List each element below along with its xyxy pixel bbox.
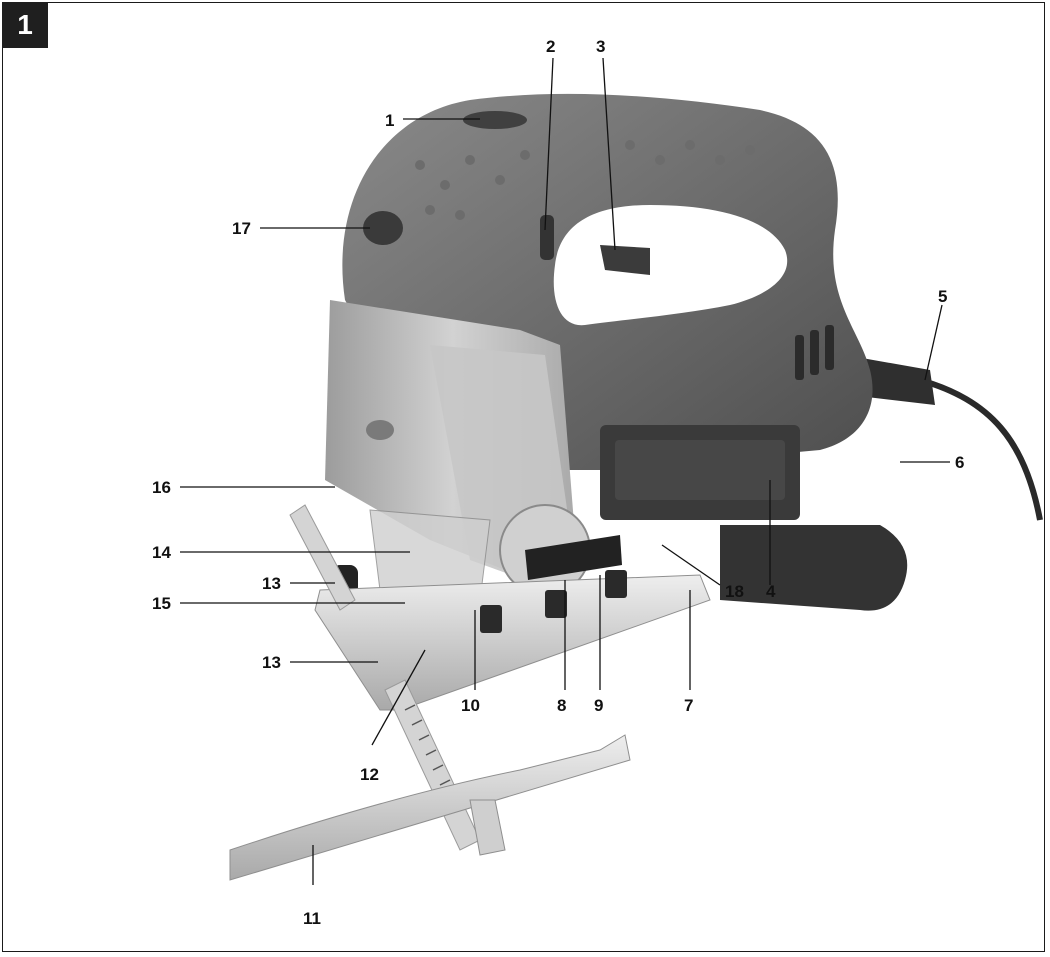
side-button [363, 211, 403, 245]
guide-rail-upper [289, 504, 356, 611]
callout-9: 9 [594, 696, 604, 715]
callout-7: 7 [684, 696, 694, 715]
callout-3: 3 [596, 37, 606, 56]
callout-18: 18 [725, 582, 744, 601]
callout-13-upper: 13 [262, 574, 281, 593]
callout-1: 1 [385, 111, 395, 130]
base-plate-slots [480, 570, 627, 633]
handle-opening [553, 205, 788, 326]
callout-15: 15 [152, 594, 171, 613]
lock-button [540, 215, 554, 260]
guide-bracket [469, 799, 506, 856]
callout-5: 5 [938, 287, 948, 306]
grip-dots [415, 140, 755, 220]
callout-6: 6 [955, 453, 965, 472]
callout-17: 17 [232, 219, 251, 238]
callout-10: 10 [461, 696, 480, 715]
power-cord [919, 377, 1043, 521]
on-off-switch [600, 245, 650, 275]
bevel-lever [525, 535, 622, 580]
dust-extraction-port [720, 525, 908, 611]
callout-2: 2 [546, 37, 556, 56]
parallel-guide [229, 734, 631, 881]
base-plate [314, 574, 711, 711]
callout-16: 16 [152, 478, 171, 497]
vent-slots [795, 325, 834, 380]
callout-11: 11 [303, 909, 321, 928]
callout-13-lower: 13 [262, 653, 281, 672]
guide-rail-ticks [404, 704, 451, 786]
callout-8: 8 [557, 696, 567, 715]
led-light [366, 420, 394, 440]
speed-dial [463, 111, 527, 129]
callout-14: 14 [152, 543, 171, 562]
callout-12: 12 [360, 765, 379, 784]
figure-number-badge: 1 [2, 2, 48, 48]
callout-4: 4 [766, 582, 776, 601]
callout-leader-lines [180, 57, 950, 885]
